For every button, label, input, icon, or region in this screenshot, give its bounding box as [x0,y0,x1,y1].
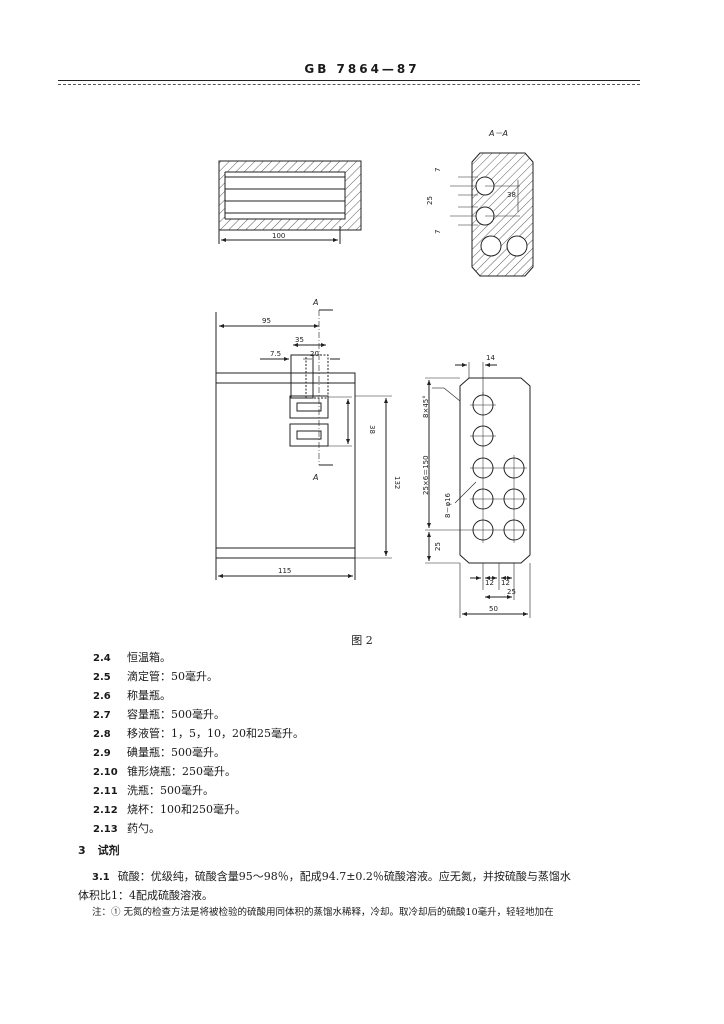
dim-20: 20 [310,350,319,358]
top-view [218,160,362,244]
item-text: 容量瓶：500毫升。 [127,708,225,721]
item-number: 2.5 [93,672,111,683]
paragraph-text: 硫酸：优级纯，硫酸含量95～98％，配成94.7±0.2％硫酸溶液。应无氮，并按… [117,870,571,883]
dim-100: 100 [272,232,285,240]
section-view [450,152,534,277]
dim-p8x45: 8×45° [422,395,430,418]
dim-p8d16: 8－φ16 [444,492,452,518]
dim-p14: 14 [486,354,495,362]
dim-s25: 25 [426,196,434,205]
section-title: 试剂 [97,844,120,857]
list-item: 2.5 滴定管：50毫升。 [93,667,304,686]
item-number: 2.6 [93,691,111,702]
paragraph-number: 3.1 [92,872,110,883]
footnote: 注：① 无氮的检查方法是将被检验的硫酸用同体积的蒸馏水稀释，冷却。取冷却后的硫酸… [92,907,554,918]
dim-115: 115 [278,567,291,575]
item-number: 2.11 [93,786,118,797]
figure-2-drawing: 100 A－A 7 25 7 38 [215,129,534,618]
plate-view [425,362,531,618]
list-item: 2.7 容量瓶：500毫升。 [93,705,304,724]
dim-s7-bottom: 7 [434,230,442,234]
list-item: 2.12 烧杯：100和250毫升。 [93,800,304,819]
dim-p50: 50 [489,605,498,613]
section-heading: 3 试剂 [78,842,120,858]
item-number: 2.8 [93,729,111,740]
list-item: 2.6 称量瓶。 [93,686,304,705]
list-item: 2.10 锥形烧瓶：250毫升。 [93,762,304,781]
list-item: 2.8 移液管：1，5，10，20和25毫升。 [93,724,304,743]
item-text: 恒温箱。 [127,651,171,664]
cut-label-bottom: A [312,473,318,482]
front-view [215,309,392,580]
dim-p25x6: 25×6＝150 [422,455,430,495]
item-number: 2.13 [93,824,118,835]
paragraph-3-1: 3.1 硫酸：优级纯，硫酸含量95～98％，配成94.7±0.2％硫酸溶液。应无氮… [78,868,660,905]
equipment-list: 2.4 恒温箱。 2.5 滴定管：50毫升。 2.6 称量瓶。 2.7 容量瓶：500毫… [93,648,304,838]
item-number: 2.4 [93,653,111,664]
item-text: 药勺。 [127,822,160,835]
item-text: 洗瓶：500毫升。 [127,784,214,797]
item-text: 烧杯：100和250毫升。 [127,803,246,816]
list-item: 2.4 恒温箱。 [93,648,304,667]
cut-label-top: A [312,298,318,307]
paragraph-line: 3.1 硫酸：优级纯，硫酸含量95～98％，配成94.7±0.2％硫酸溶液。应无氮… [78,868,660,887]
item-text: 锥形烧瓶：250毫升。 [127,765,236,778]
dim-p25: 25 [434,542,442,551]
item-text: 碘量瓶：500毫升。 [127,746,225,759]
item-number: 2.7 [93,710,111,721]
dim-95: 95 [262,317,271,325]
item-text: 称量瓶。 [127,689,171,702]
list-item: 2.11 洗瓶：500毫升。 [93,781,304,800]
dim-p25-bottom: 25 [507,588,516,596]
item-number: 2.10 [93,767,118,778]
dim-s7-top: 7 [434,168,442,172]
item-number: 2.9 [93,748,111,759]
section-number: 3 [78,844,86,857]
item-number: 2.12 [93,805,118,816]
item-text: 滴定管：50毫升。 [127,670,218,683]
dim-p12-right: 12 [501,579,510,587]
list-item: 2.13 药勺。 [93,819,304,838]
dim-7-5: 7.5 [270,350,281,358]
section-label: A－A [488,129,508,138]
dim-p12-left: 12 [485,579,494,587]
figure-caption: 图 2 [351,634,373,647]
dim-s38: 38 [507,191,516,199]
standard-number: GB 7864—87 [304,62,420,76]
dim-35: 35 [295,336,304,344]
header-rule [58,80,640,81]
header-dashed-rule [58,84,640,85]
dim-132: 132 [393,476,401,489]
paragraph-line: 体积比1：4配成硫酸溶液。 [78,889,213,902]
item-text: 移液管：1，5，10，20和25毫升。 [127,727,304,740]
list-item: 2.9 碘量瓶：500毫升。 [93,743,304,762]
dim-38: 38 [368,425,376,434]
